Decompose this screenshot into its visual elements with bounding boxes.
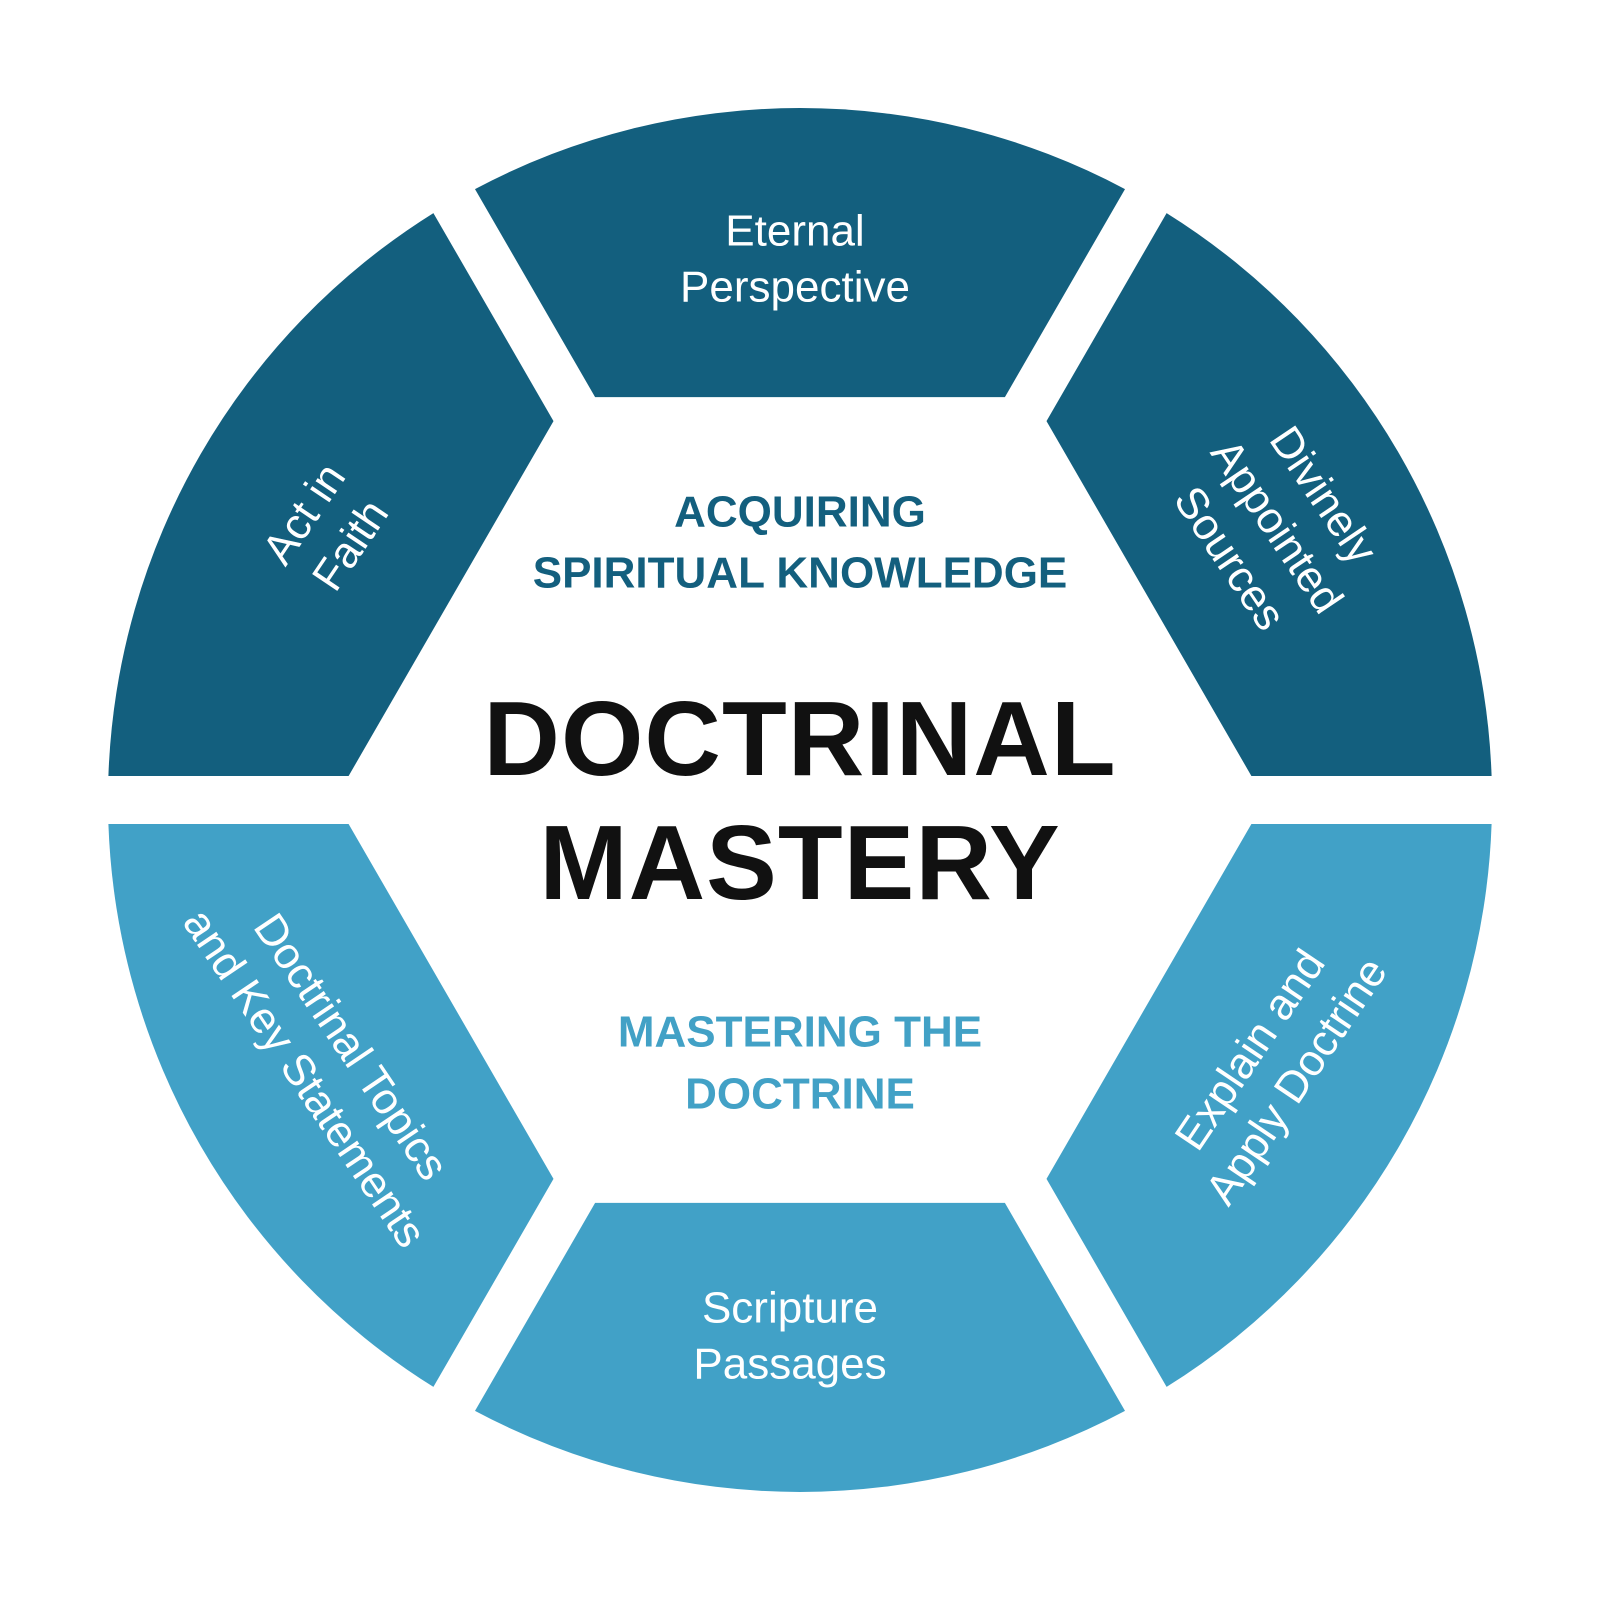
diagram-title: DOCTRINAL MASTERY bbox=[483, 679, 1117, 922]
acquiring-spiritual-knowledge-heading: ACQUIRING SPIRITUAL KNOWLEDGE bbox=[532, 487, 1068, 597]
segment-shape-doctrinal-topics bbox=[108, 824, 554, 1387]
segment-shape-eternal-perspective bbox=[475, 108, 1125, 398]
segment-label-eternal-perspective: Eternal Perspective bbox=[680, 206, 910, 312]
segment-label-scripture-passages: Scripture Passages bbox=[693, 1283, 887, 1389]
segment-shape-scripture-passages bbox=[475, 1202, 1125, 1492]
mastering-the-doctrine-heading: MASTERING THE DOCTRINE bbox=[617, 1007, 983, 1118]
segment-shape-divinely-appointed-sources bbox=[1046, 213, 1492, 777]
segment-shape-act-in-faith bbox=[108, 213, 554, 777]
segment-shape-explain-apply-doctrine bbox=[1046, 824, 1492, 1387]
